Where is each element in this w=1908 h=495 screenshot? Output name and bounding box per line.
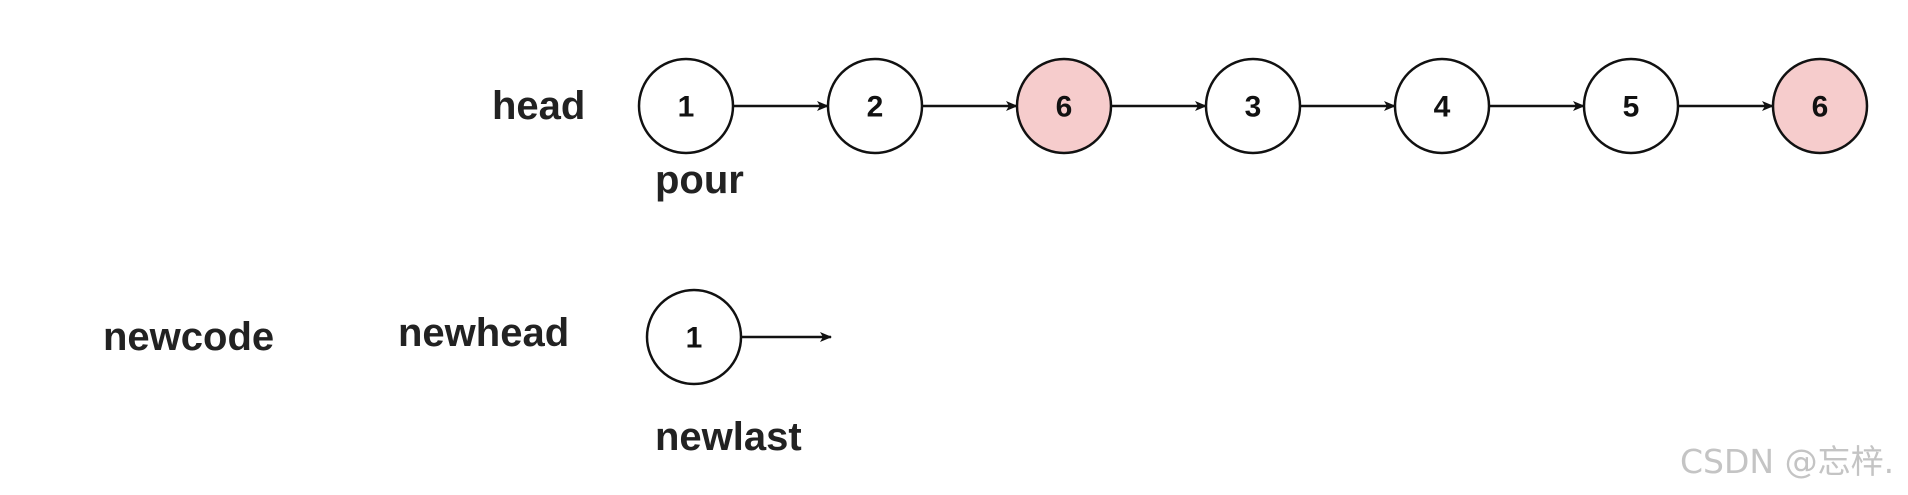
head-label: head <box>492 84 585 128</box>
list-node-highlighted <box>1015 57 1113 155</box>
list-node-highlighted <box>1771 57 1869 155</box>
node-value: 6 <box>1056 91 1073 124</box>
node-value: 1 <box>678 91 695 124</box>
newlast-label: newlast <box>655 415 802 459</box>
list-node <box>1204 57 1302 155</box>
watermark: CSDN @忘梓. <box>1680 442 1894 481</box>
node-value: 5 <box>1623 91 1640 124</box>
list-node <box>1582 57 1680 155</box>
newhead-label: newhead <box>398 311 569 355</box>
node-value: 2 <box>867 91 884 124</box>
pour-label: pour <box>655 158 744 202</box>
node-value: 6 <box>1812 91 1829 124</box>
new-linked-list: 1 <box>645 288 832 386</box>
node-value: 1 <box>686 322 703 355</box>
list-node <box>826 57 924 155</box>
list-node <box>1393 57 1491 155</box>
list-node <box>637 57 735 155</box>
newcode-label: newcode <box>103 315 274 359</box>
head-linked-list: 1 2 6 3 4 5 6 <box>637 57 1869 155</box>
node-value: 3 <box>1245 91 1262 124</box>
node-value: 4 <box>1434 91 1451 124</box>
